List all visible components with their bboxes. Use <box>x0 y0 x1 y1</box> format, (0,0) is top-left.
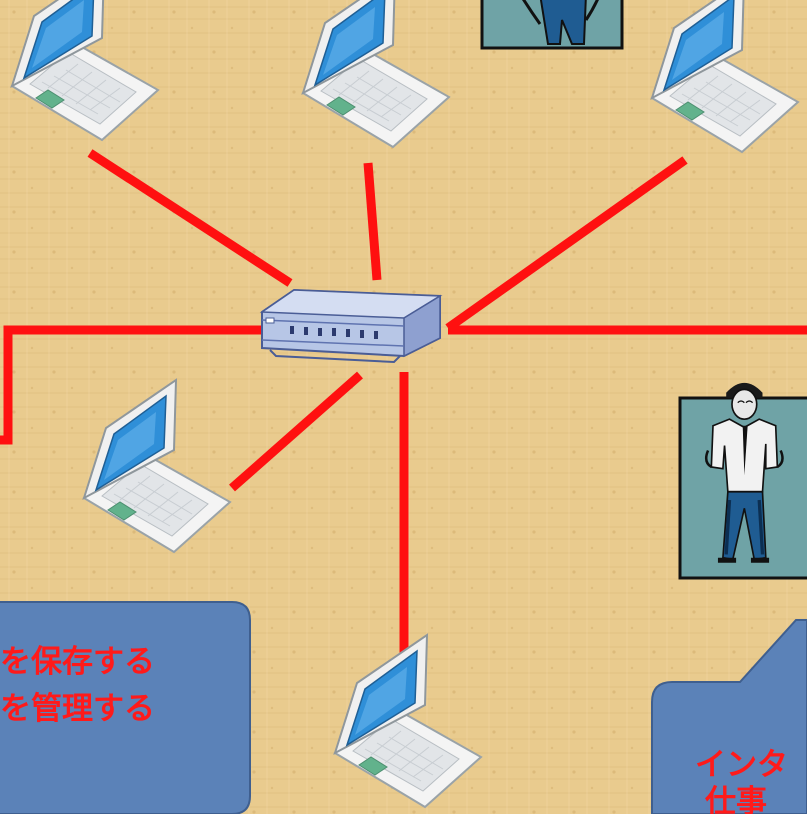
network-links <box>0 149 807 672</box>
link-top-right <box>445 156 688 332</box>
link-top-left <box>87 149 293 287</box>
callout-right-line-1: インタ <box>695 747 788 783</box>
link-left-drop <box>0 325 265 445</box>
callout-right: インタ 仕事 <box>651 619 807 814</box>
person-top-partial <box>480 0 624 50</box>
link-bottom-left <box>229 371 363 492</box>
callout-left-line-1: を保存する <box>0 644 155 680</box>
network-hub <box>259 288 443 364</box>
callout-left: を保存する を管理する <box>0 601 251 814</box>
link-top-center <box>363 162 382 281</box>
callout-left-line-2: を管理する <box>0 691 155 727</box>
person-right <box>678 381 807 580</box>
callout-right-line-2: 仕事 <box>705 784 767 814</box>
